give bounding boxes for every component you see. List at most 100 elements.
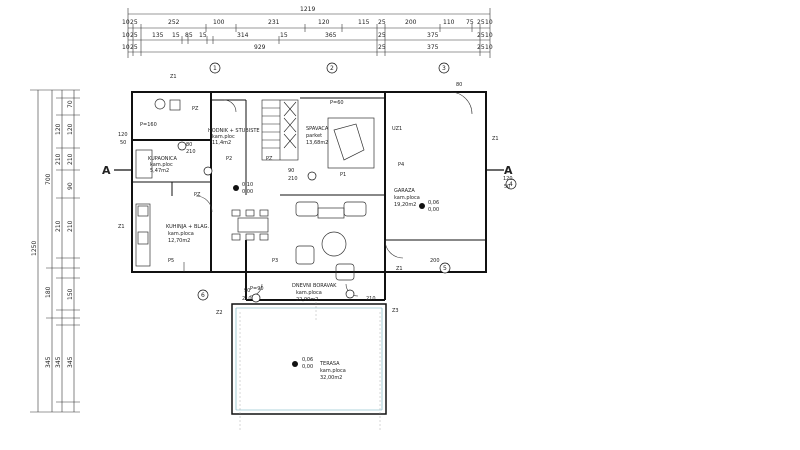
top-r2-4: 85 bbox=[185, 32, 193, 39]
opening-3: 80 bbox=[186, 142, 192, 148]
tag-p2: P2 bbox=[226, 156, 232, 162]
opening-13: 80 bbox=[456, 82, 462, 88]
room-spavaca-sub1: parket bbox=[306, 133, 322, 139]
opening-9: 210 bbox=[242, 296, 252, 302]
wall-tags: PZ PZ PZ UZ1 Z1 Z1 Z1 Z1 Z2 Z3 P1 P2 P3 … bbox=[118, 74, 499, 316]
top-r2-9: 25 bbox=[378, 32, 386, 39]
axis-labels: 1 2 3 4 5 6 bbox=[201, 65, 513, 299]
level-symbols bbox=[233, 185, 425, 367]
opening-8: 50 bbox=[504, 184, 510, 190]
tag-z1-left: Z1 bbox=[118, 224, 125, 230]
top-r2-0: 10 bbox=[122, 32, 130, 39]
tag-p60: P=60 bbox=[330, 100, 344, 106]
axis-3: 3 bbox=[442, 65, 446, 72]
top-total-dim: 1219 bbox=[300, 6, 315, 13]
sofa-set bbox=[295, 201, 367, 281]
top-r1-8: 200 bbox=[405, 19, 417, 26]
room-kupaonica-name: KUPAONICA bbox=[148, 156, 177, 162]
top-r1-12: 10 bbox=[485, 19, 493, 26]
tag-z3: Z3 bbox=[392, 308, 399, 314]
tag-p4: P4 bbox=[398, 162, 404, 168]
left-outer-1: 180 bbox=[45, 286, 52, 298]
left-dimension-lines bbox=[30, 89, 80, 413]
top-r1-9: 110 bbox=[443, 19, 455, 26]
top-dimension-labels: 1219 10 25 252 100 231 120 115 25 200 11… bbox=[122, 6, 493, 51]
top-r1-5: 120 bbox=[318, 19, 330, 26]
opening-12: 210 bbox=[366, 296, 376, 302]
room-kuhinja-name: KUHINJA + BLAG. bbox=[166, 224, 209, 230]
opening-5: 90 bbox=[288, 168, 294, 174]
tag-p160: P=160 bbox=[140, 122, 157, 128]
top-r2-11: 25 bbox=[477, 32, 485, 39]
room-dnevni-sub2: 22,90m2 bbox=[296, 297, 318, 303]
room-hodnik-sub2: 11,4m2 bbox=[212, 140, 231, 146]
left-inner-4: 210 bbox=[67, 220, 74, 232]
level-labels: 0,10 0,00 0,06 0,00 0,06 0,00 bbox=[242, 182, 439, 370]
top-r1-6: 115 bbox=[358, 19, 370, 26]
level-garage-2: 0,00 bbox=[428, 207, 439, 213]
top-r1-11: 25 bbox=[477, 19, 485, 26]
level-terrace-1: 0,06 bbox=[302, 357, 313, 363]
opening-11: 200 bbox=[430, 258, 440, 264]
room-terasa-name: TERASA bbox=[319, 361, 340, 367]
left-mid-9: 345 bbox=[55, 356, 62, 368]
top-r3-0: 10 bbox=[122, 44, 130, 51]
top-r3-4: 375 bbox=[427, 44, 439, 51]
opening-labels: 120 50 80 210 90 210 120 50 210 90 200 2… bbox=[118, 82, 513, 302]
room-terasa-sub1: kam.ploca bbox=[320, 368, 346, 374]
top-r2-2: 135 bbox=[152, 32, 164, 39]
level-inside-2: 0,00 bbox=[242, 189, 253, 195]
left-mid-2: 210 bbox=[55, 153, 62, 165]
left-dimension-labels: 1250 700 180 345 120 210 210 345 70 120 … bbox=[31, 100, 74, 368]
opening-7: 120 bbox=[503, 176, 513, 182]
axis-6: 6 bbox=[201, 292, 205, 299]
room-kuhinja-sub1: kam.ploca bbox=[168, 231, 194, 237]
left-inner-3: 90 bbox=[67, 182, 74, 190]
opening-4: 210 bbox=[186, 149, 196, 155]
room-terasa-sub2: 32,00m2 bbox=[320, 375, 342, 381]
room-hodnik-sub1: kam.ploc bbox=[212, 134, 235, 140]
axis-5: 5 bbox=[443, 265, 447, 272]
exterior-walls bbox=[131, 91, 487, 301]
top-r2-5: 15 bbox=[199, 32, 207, 39]
interior-walls bbox=[132, 97, 486, 241]
top-r1-10: 75 bbox=[466, 19, 474, 26]
room-dnevni-name: DNEVNI BORAVAK bbox=[292, 283, 337, 289]
tag-pz-3: PZ bbox=[266, 156, 273, 162]
section-right: A bbox=[504, 164, 513, 177]
opening-6: 210 bbox=[288, 176, 298, 182]
top-r3-3: 25 bbox=[378, 44, 386, 51]
top-r3-6: 10 bbox=[485, 44, 493, 51]
staircase bbox=[261, 99, 299, 161]
top-r3-5: 25 bbox=[477, 44, 485, 51]
top-dimension-lines bbox=[127, 8, 491, 58]
room-garaza-sub1: kam.ploca bbox=[394, 195, 420, 201]
top-r2-3: 15 bbox=[172, 32, 180, 39]
left-mid-4: 210 bbox=[55, 220, 62, 232]
tag-z1-right: Z1 bbox=[492, 136, 499, 142]
top-r1-7: 25 bbox=[378, 19, 386, 26]
tag-z1-top: Z1 bbox=[170, 74, 177, 80]
tag-pz-1: PZ bbox=[192, 106, 199, 112]
top-r2-6: 314 bbox=[237, 32, 249, 39]
axis-1: 1 bbox=[213, 65, 217, 72]
tag-p90: P=90 bbox=[250, 286, 264, 292]
left-inner-0: 70 bbox=[67, 100, 74, 108]
top-r2-1: 25 bbox=[130, 32, 138, 39]
axis-circles bbox=[177, 62, 517, 303]
room-spavaca-name: SPAVACA bbox=[306, 126, 329, 132]
room-kupaonica-sub1: kam.ploc bbox=[150, 162, 173, 168]
tag-uz1: UZ1 bbox=[392, 126, 402, 132]
left-outer-0: 700 bbox=[45, 173, 52, 185]
top-r2-7: 15 bbox=[280, 32, 288, 39]
room-hodnik-name: HODNIK + STUBISTE bbox=[208, 128, 260, 134]
top-r1-3: 100 bbox=[213, 19, 225, 26]
left-total-dim: 1250 bbox=[31, 241, 38, 256]
top-r2-10: 375 bbox=[427, 32, 439, 39]
top-r1-0: 10 bbox=[122, 19, 130, 26]
level-inside-1: 0,10 bbox=[242, 182, 253, 188]
tag-p5: P5 bbox=[168, 258, 174, 264]
tag-z1-bottom: Z1 bbox=[396, 266, 403, 272]
